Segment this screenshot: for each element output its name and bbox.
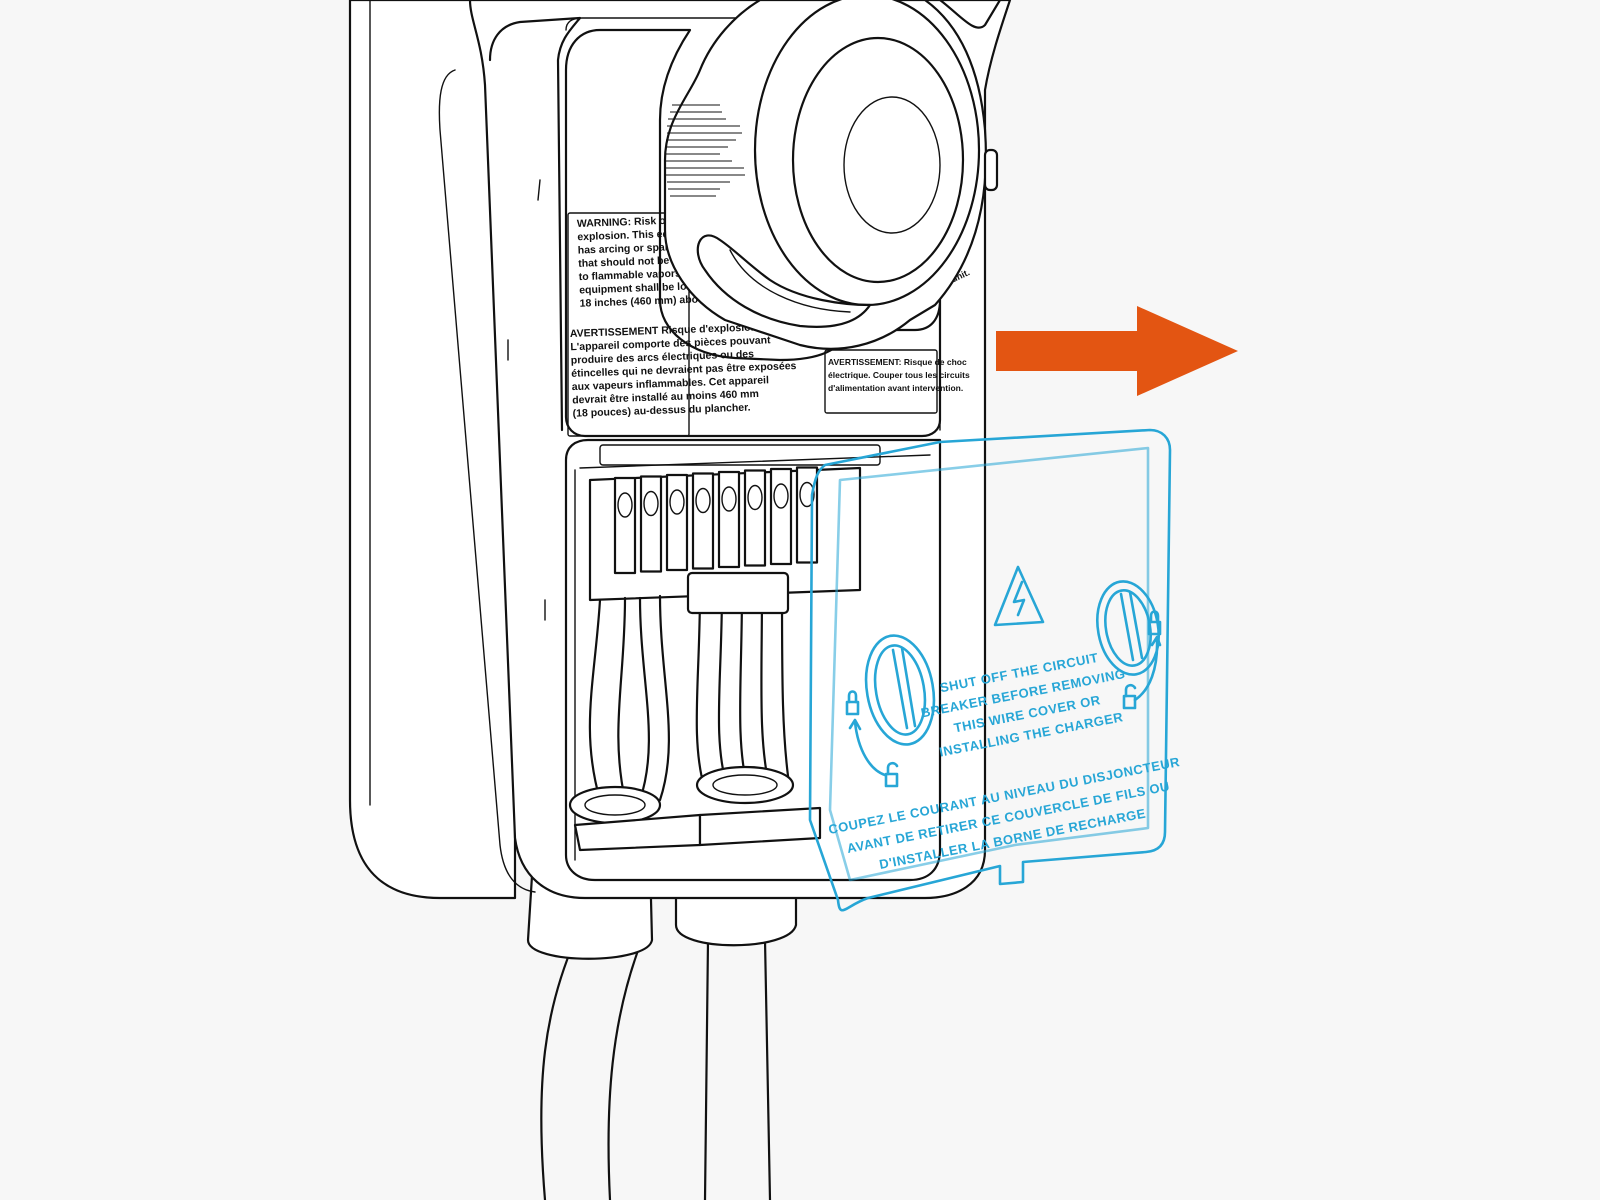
terminal-slot (613, 476, 637, 575)
terminal-slot (691, 472, 715, 570)
wall-mount-bracket (348, 0, 517, 900)
screw-icon (864, 634, 936, 746)
terminal-screw (773, 483, 789, 509)
text-line: électrique. Couper tous les circuits (828, 370, 970, 380)
text-line: AVERTISSEMENT: Risque de choc (828, 357, 967, 367)
terminal-slot (665, 473, 689, 572)
holster-hatching (666, 104, 745, 197)
unlock-icon (1122, 683, 1137, 710)
terminal-screw (747, 484, 763, 511)
label-panel (564, 28, 942, 438)
wire-bundle (588, 571, 792, 802)
text-line: d'alimentation avant intervention. (828, 383, 963, 393)
rotate-arrow-icon (1133, 635, 1162, 702)
terminal-screw (617, 492, 633, 518)
unlock-icon (884, 761, 899, 788)
terminal-screw (669, 489, 685, 515)
terminal-slot (639, 475, 663, 573)
rotate-arrow-icon (848, 718, 887, 777)
connector-holster (663, 0, 1002, 350)
lock-icon (1147, 610, 1162, 636)
direction-arrow-icon (996, 306, 1238, 396)
terminal-screw (799, 481, 815, 508)
lock-icon (845, 690, 860, 716)
terminal-slot (769, 467, 793, 566)
wiring-compartment (564, 438, 942, 882)
text-line: WARNING: Risk of (577, 215, 670, 230)
terminal-screw (721, 486, 737, 512)
high-voltage-warning-icon (993, 565, 1045, 627)
cable-glands (568, 765, 822, 852)
terminal-screw (695, 487, 711, 514)
wire-cover-plate (808, 428, 1172, 912)
terminal-screw (643, 490, 659, 517)
terminal-slot (743, 469, 767, 567)
terminal-screws (613, 466, 819, 575)
terminal-slot (717, 470, 741, 569)
